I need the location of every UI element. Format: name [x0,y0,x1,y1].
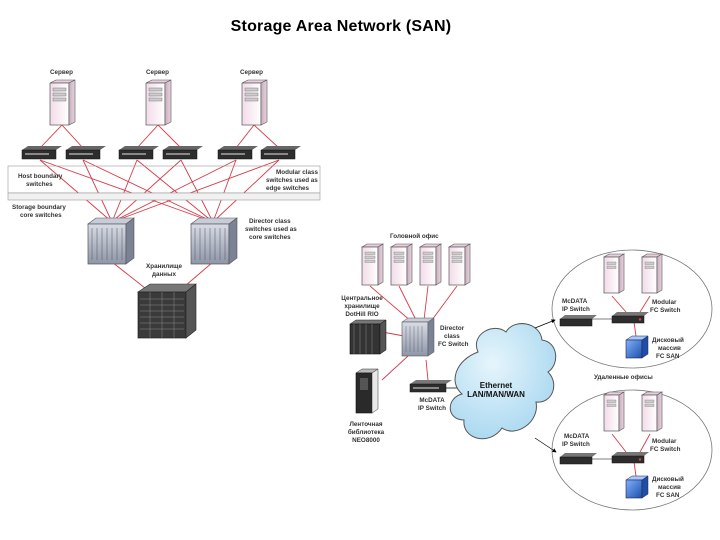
remote-top-disk-label-3: FC SAN [656,353,680,360]
server-to-edge-links [39,124,280,149]
edge-switches [21,146,301,160]
director-fc-switch [401,317,435,357]
mcdata-main-label-1: McDATA [419,397,445,404]
server-tower-3 [241,79,268,126]
central-storage-array [349,319,387,355]
cloud-label-1: Ethernet [480,381,513,390]
storage-boundary-label-2: core switches [20,212,62,219]
ethernet-cloud [449,323,557,440]
central-storage-label-3: DotHill RIO [345,311,378,318]
head-office-server-2 [389,243,414,286]
remote-bottom-server-1 [602,391,626,432]
remote-top-server-1 [602,253,626,294]
modular-note-1: Modular class [276,169,318,176]
server-label-3: Сервер [240,69,263,76]
right-wan-diagram: Головной офис [341,232,713,511]
host-boundary-label-1: Host boundary [18,173,63,180]
remote-bottom-mcdata-label-1: McDATA [564,433,590,440]
storage-boundary-band [7,192,321,201]
modular-note-2: switches used as [266,177,318,184]
remote-top-mcdata-label-2: IP Switch [562,306,590,313]
remote-top-office: McDATA IP Switch Modular FC Switch Диско… [559,253,684,360]
server-tower-2 [145,79,172,126]
remote-bottom-disk-label-3: FC SAN [656,492,680,499]
head-office-label: Головной офис [390,232,439,240]
director-fc-label-3: FC Switch [438,341,469,348]
page-title: Storage Area Network (SAN) [230,18,452,35]
remote-top-mcdata-label-1: McDATA [562,298,588,305]
edge-switch-4 [162,146,203,160]
director-note-1: Director class [249,218,291,225]
edge-switch-2 [65,146,106,160]
remote-bottom-mcdata-label-2: IP Switch [562,441,590,448]
mcdata-ip-switch-main [409,380,452,393]
storage-label-1: Хранилище [146,263,182,270]
remote-top-server-2 [640,253,664,294]
remote-offices-label: Удаленные офисы [594,374,653,381]
edge-switch-3 [118,146,159,160]
remote-top-disk-label-1: Дисковый [652,336,684,344]
head-office-server-4 [447,243,472,286]
remote-bottom-modular-label-2: FC Switch [650,446,681,453]
director-note-2: switches used as [245,226,297,233]
cloud-to-remote-bottom-link [534,437,557,453]
modular-note-3: edge switches [266,185,310,192]
director-note-3: core switches [249,234,291,241]
central-storage-label-1: Центральное [341,295,383,302]
storage-boundary-label-1: Storage boundary [12,204,66,211]
remote-bottom-office: McDATA IP Switch Modular FC Switch Диско… [559,391,684,499]
remote-bottom-disk-label-1: Дисковый [652,475,684,483]
left-san-diagram: Сервер Сервер Сервер Host boundary switc… [7,69,321,339]
edge-switch-1 [21,146,62,160]
mcdata-main-label-2: IP Switch [418,405,446,412]
server-label-2: Сервер [146,69,169,76]
edge-switch-6 [260,146,301,160]
remote-bottom-disk-array [625,475,649,499]
remote-bottom-disk-label-2: массив [658,484,681,491]
host-boundary-label-2: switches [26,181,53,188]
remote-bottom-mcdata-switch [559,453,597,465]
head-office-server-3 [418,243,443,286]
director-switch-left [87,217,135,265]
remote-bottom-modular-label-1: Modular [652,438,677,445]
storage-array [137,283,197,339]
remote-top-disk-label-2: массив [658,345,681,352]
tape-library-label-3: NEO8000 [352,437,380,444]
director-fc-label-1: Director [440,325,465,332]
storage-label-2: данных [152,271,176,278]
director-fc-label-2: class [444,333,460,340]
cloud-to-remote-top-link [534,319,556,329]
remote-top-mcdata-switch [559,315,597,327]
central-storage-label-2: хранилище [344,303,380,310]
remote-bottom-server-2 [640,391,664,432]
cloud-label-2: LAN/MAN/WAN [467,390,525,399]
remote-top-modular-switch [611,312,649,324]
edge-switch-5 [217,146,258,160]
tape-library-label-2: библиотека [348,428,385,436]
server-tower-1 [49,79,76,126]
remote-top-modular-label-1: Modular [652,299,677,306]
tape-library [355,368,379,414]
director-switch-right [190,217,238,265]
remote-top-modular-label-2: FC Switch [650,307,681,314]
server-label-1: Сервер [50,69,73,76]
edge-to-core-links [39,159,280,293]
tape-library-label-1: Ленточная [349,421,382,428]
remote-bottom-modular-switch [611,452,649,464]
remote-top-disk-array [625,335,649,359]
head-office-server-1 [360,243,385,286]
remote-office-top-boundary [551,249,713,369]
